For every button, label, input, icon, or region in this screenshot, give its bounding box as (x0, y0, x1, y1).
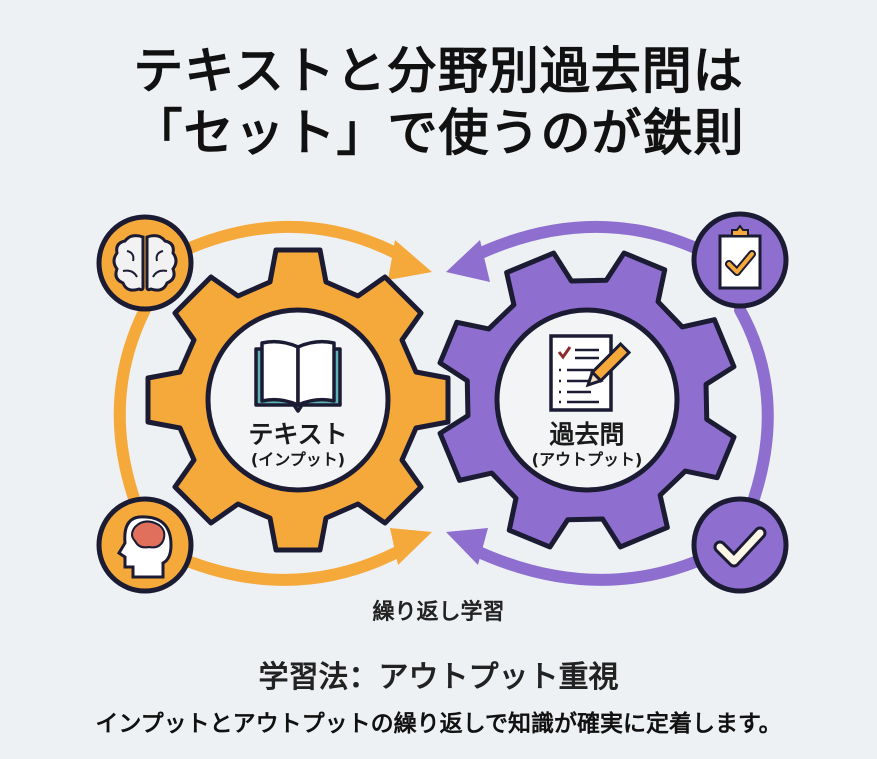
output-gear-title: 過去問 (549, 420, 625, 449)
output-gear-subtitle: (アウトプット) (531, 450, 643, 469)
purple-cycle-arrows (464, 220, 774, 586)
method-description: インプットとアウトプットの繰り返しで知識が確実に定着します。 (95, 711, 782, 737)
input-gear-title: テキスト (248, 420, 348, 449)
orange-arrowheads (388, 240, 432, 565)
cycle-label: 繰り返し学習 (372, 600, 505, 625)
title-line-2: 「セット」で使うのが鉄則 (132, 104, 745, 162)
orange-cycle-arrows (113, 220, 411, 586)
output-gear-label: 過去問 (アウトプット) (497, 420, 677, 470)
checkmark-icon (691, 496, 789, 594)
checklist-pencil-icon (549, 334, 632, 412)
head-brain-icon (96, 496, 194, 594)
method-title: 学習法：アウトプット重視 (258, 660, 619, 695)
clipboard-check-icon (691, 211, 789, 309)
input-gear-label: テキスト (インプット) (208, 420, 388, 470)
input-gear-subtitle: (インプット) (250, 450, 346, 469)
brain-icon (96, 214, 194, 312)
purple-arrowheads (446, 240, 490, 565)
title-line-1: テキストと分野別過去問は (133, 42, 744, 100)
open-book-icon (254, 339, 342, 413)
